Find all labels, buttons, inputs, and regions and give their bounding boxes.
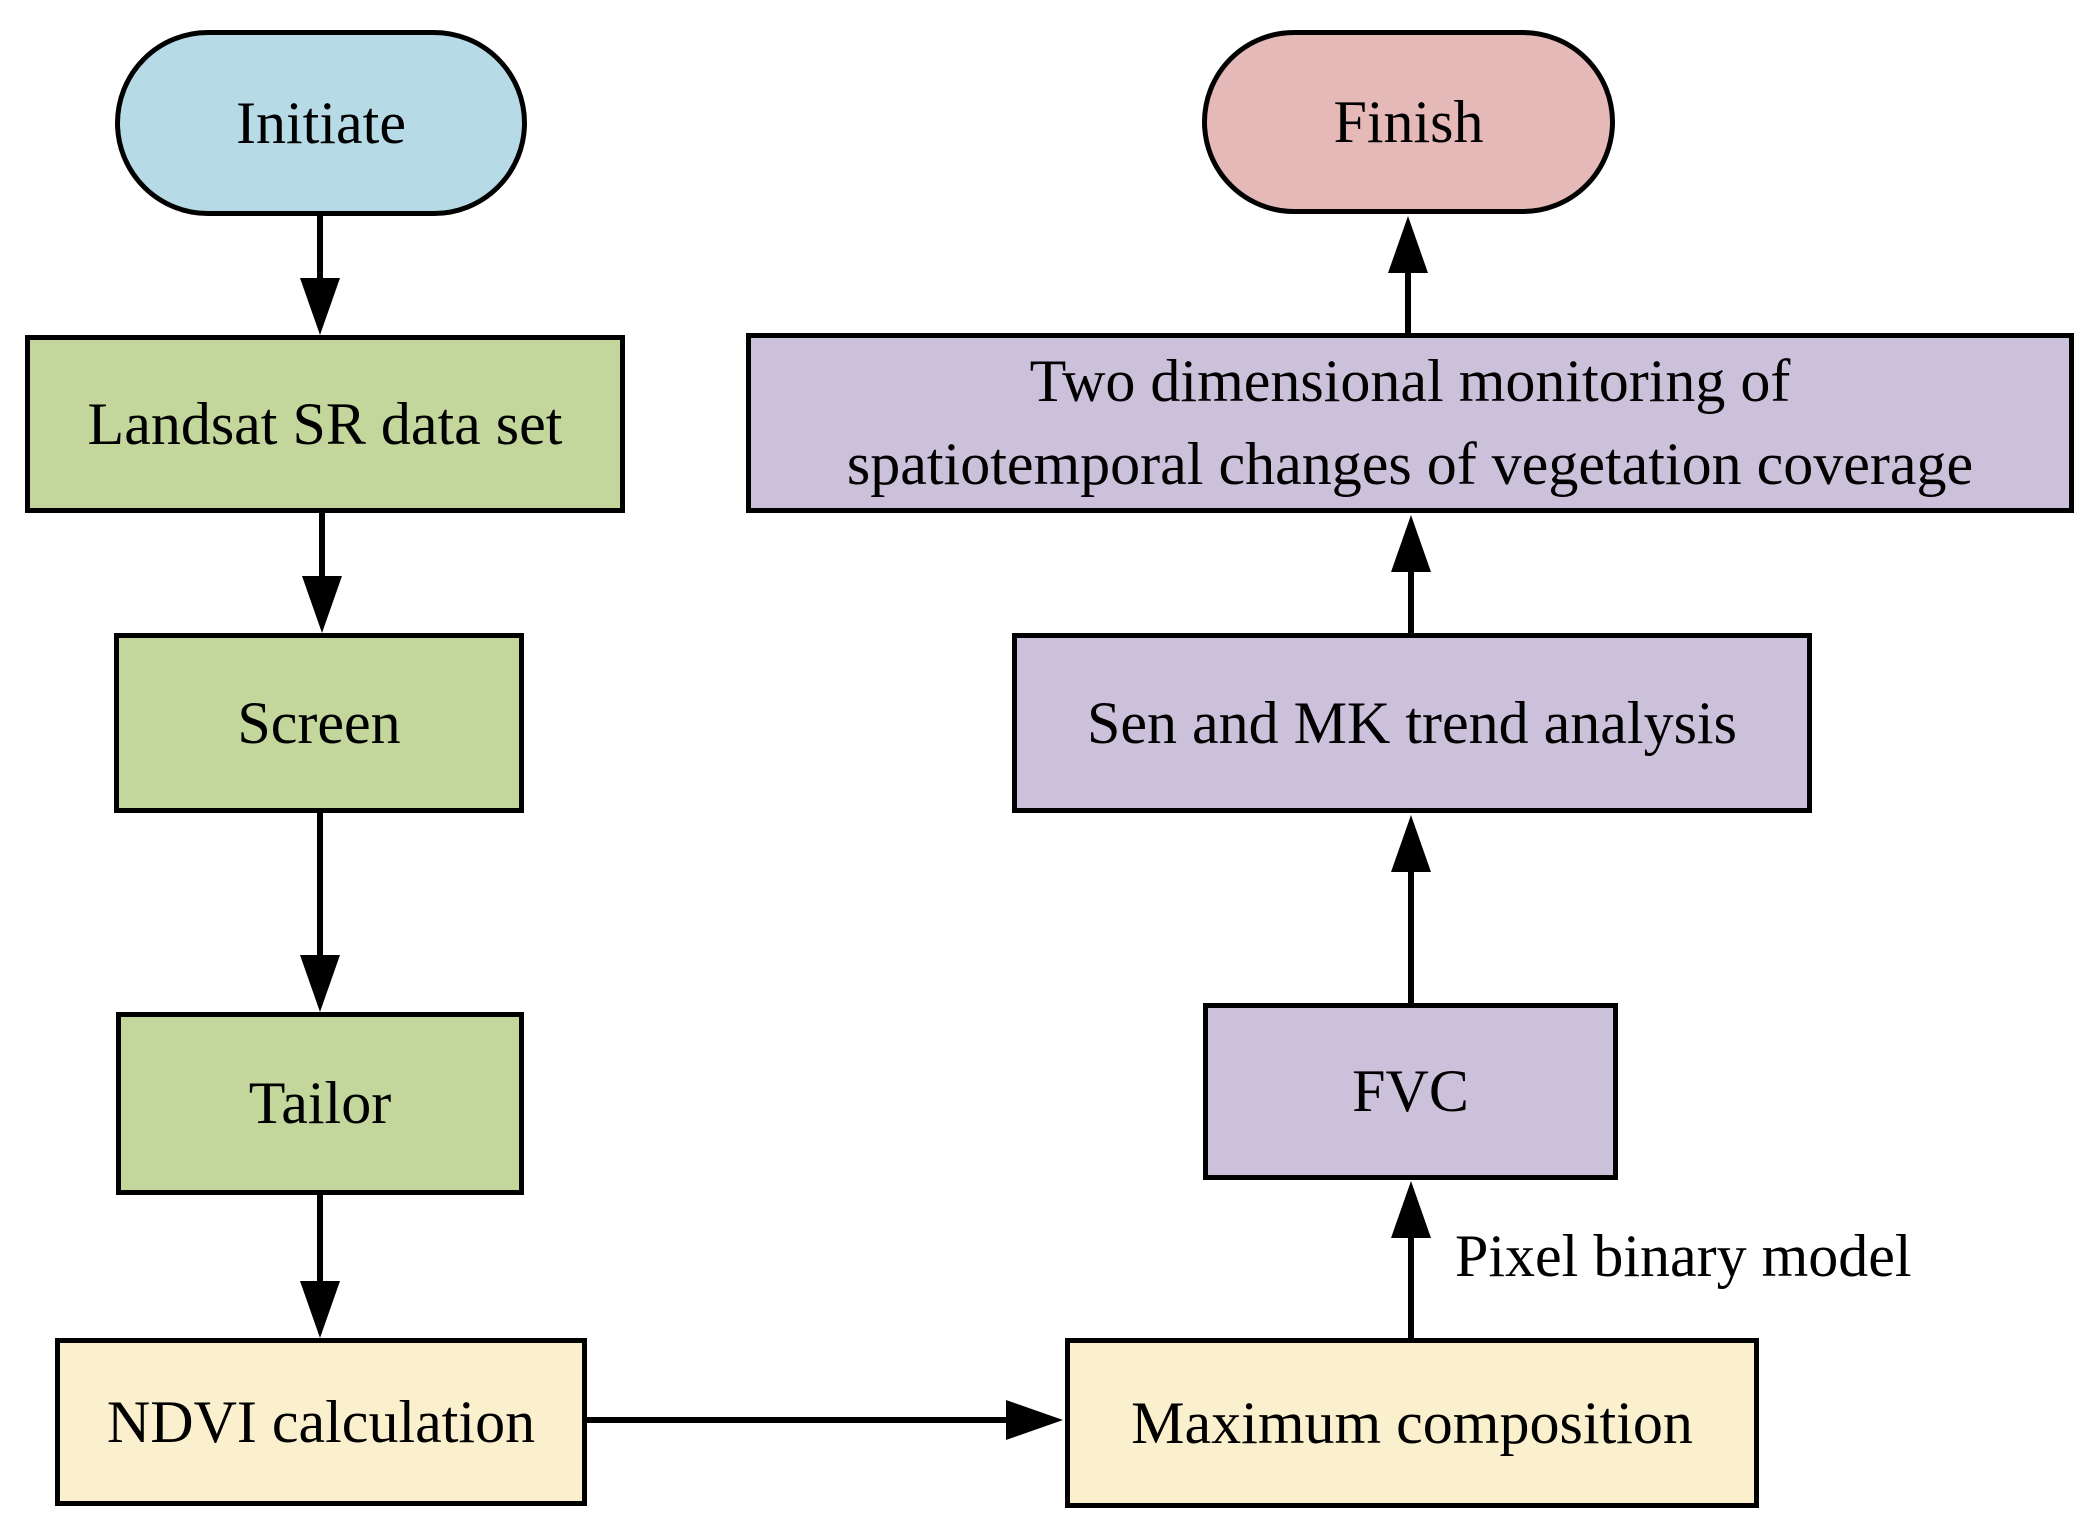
node-senmk-label: Sen and MK trend analysis bbox=[1087, 689, 1737, 756]
node-maximum-composition: Maximum composition bbox=[1065, 1338, 1759, 1508]
arrow-fvc-to-senmk bbox=[1391, 815, 1431, 1003]
arrow-landsat-to-screen bbox=[302, 513, 342, 633]
node-two-dimensional-monitoring: Two dimensional monitoring of spatiotemp… bbox=[746, 333, 2074, 513]
node-ndvi-calculation: NDVI calculation bbox=[55, 1338, 587, 1506]
node-sen-mk-trend-analysis: Sen and MK trend analysis bbox=[1012, 633, 1812, 813]
node-finish-label: Finish bbox=[1333, 88, 1484, 155]
node-screen-label: Screen bbox=[237, 689, 401, 756]
arrow-maxcomp-to-fvc bbox=[1391, 1181, 1431, 1338]
node-landsat-sr-data-set: Landsat SR data set bbox=[25, 335, 625, 513]
arrow-twodim-to-finish bbox=[1388, 216, 1428, 333]
node-initiate-label: Initiate bbox=[236, 89, 406, 156]
arrow-initiate-to-landsat bbox=[300, 216, 340, 335]
node-initiate: Initiate bbox=[115, 30, 527, 216]
arrow-senmk-to-twodim bbox=[1391, 515, 1431, 633]
edge-label-pixel-binary-model: Pixel binary model bbox=[1455, 1223, 1912, 1289]
node-twodim-label-line1: Two dimensional monitoring of bbox=[1029, 348, 1791, 415]
node-ndvi-label: NDVI calculation bbox=[106, 1388, 536, 1455]
node-fvc: FVC bbox=[1203, 1003, 1618, 1180]
node-maxcomp-label: Maximum composition bbox=[1131, 1389, 1693, 1456]
node-tailor: Tailor bbox=[116, 1012, 524, 1195]
arrow-screen-to-tailor bbox=[300, 813, 340, 1012]
node-twodim-label-line2: spatiotemporal changes of vegetation cov… bbox=[846, 431, 1974, 497]
arrow-tailor-to-ndvi bbox=[300, 1195, 340, 1338]
arrow-ndvi-to-maxcomp bbox=[587, 1400, 1063, 1440]
node-finish: Finish bbox=[1202, 30, 1615, 214]
node-tailor-label: Tailor bbox=[248, 1070, 392, 1137]
node-landsat-label: Landsat SR data set bbox=[87, 390, 563, 457]
node-screen: Screen bbox=[114, 633, 524, 813]
node-fvc-label: FVC bbox=[1352, 1058, 1469, 1125]
